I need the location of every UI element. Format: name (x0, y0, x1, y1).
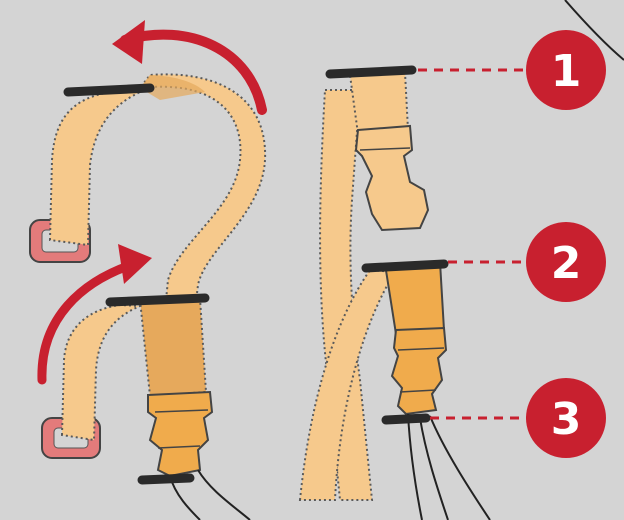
strap-bar (105, 293, 210, 307)
side-release-buckle-icon (354, 124, 430, 232)
webbing-line (429, 415, 491, 520)
curved-arrow-icon (37, 244, 152, 385)
buckle-strap-segment (383, 260, 446, 336)
strap-bar-1 (325, 65, 417, 79)
badge-number: 1 (551, 46, 582, 97)
webbing-line (407, 413, 423, 520)
badge-number: 3 (551, 394, 582, 445)
badge-number: 2 (551, 238, 582, 289)
lower-left-strap (60, 303, 141, 442)
side-release-buckle-icon (147, 390, 214, 478)
numbered-badge-3: 3 (526, 378, 606, 458)
numbered-badge-1: 1 (526, 30, 606, 110)
upper-strap-segment (348, 70, 410, 136)
strap-bar (63, 83, 155, 97)
curved-arrow-icon (112, 20, 267, 115)
webbing-line (197, 469, 251, 520)
right-strap-diagonal (298, 268, 397, 501)
strap-bar-2 (361, 259, 449, 273)
side-release-buckle-icon (390, 326, 448, 416)
main-strap-overlap (140, 75, 205, 100)
main-strap (137, 73, 267, 311)
numbered-badge-2: 2 (526, 222, 606, 302)
strap-bar-3 (381, 413, 431, 425)
webbing-line (419, 417, 449, 520)
corner-curve-line (564, 0, 624, 61)
left-strap-loop (48, 89, 146, 247)
strap-bar (137, 473, 195, 485)
strap-lower-section (138, 296, 208, 398)
